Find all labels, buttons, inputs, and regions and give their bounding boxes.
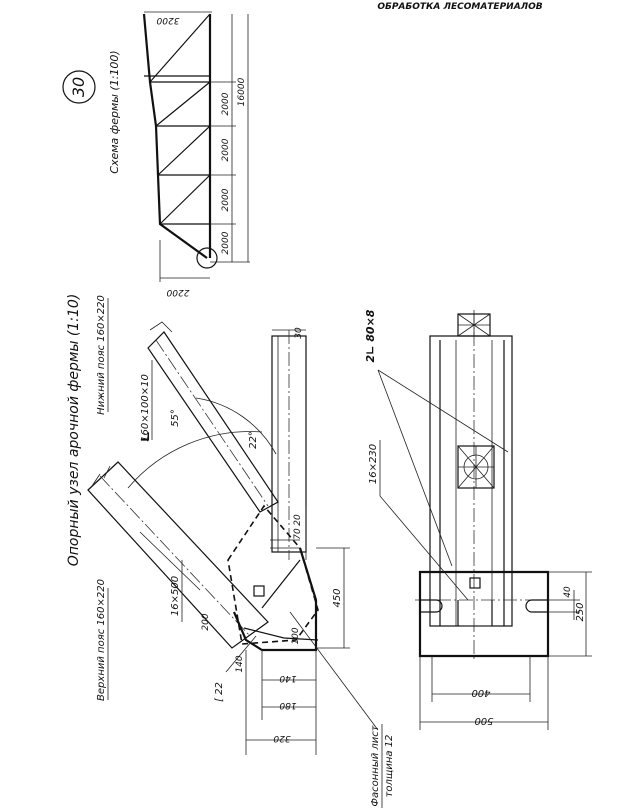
dim-250: 250 (575, 602, 586, 621)
sheet-number: 30 (69, 77, 88, 97)
angle-22: 22° (248, 431, 259, 449)
gusset-label-2: толщина 12 (384, 735, 395, 798)
dim-30: 30 (294, 327, 304, 339)
lower-chord-label: Нижний пояс 160×220 (96, 295, 107, 415)
dim-500: 500 (474, 715, 493, 726)
channel-label: [ 22 (214, 682, 225, 702)
scheme-dim-16000: 16000 (237, 77, 247, 106)
dim-20: 20 (293, 514, 303, 526)
plate-label: 16×500 (170, 576, 181, 616)
dim-140-b: 140 (279, 673, 296, 683)
support-node-plan: 2∟ 80×8 16×230 40 250 400 500 (364, 309, 592, 730)
scheme-dim-3200: 3200 (156, 15, 179, 25)
main-title: Опорный узел арочной фермы (1:10) (66, 294, 82, 567)
svg-text:∟: ∟ (139, 431, 154, 442)
dim-100: 100 (291, 627, 301, 644)
angle-section-label: 160×100×10 (140, 374, 151, 442)
scheme-dim-2200: 2200 (166, 287, 189, 297)
scheme-title: Схема фермы (1:100) (108, 50, 121, 173)
dim-400: 400 (471, 687, 490, 698)
scheme-dim-2000-a: 2000 (221, 92, 231, 115)
plate-230-label: 16×230 (368, 444, 379, 484)
scheme-dim-2000-b: 2000 (221, 138, 231, 161)
dim-70: 70 (293, 528, 303, 540)
dim-180: 180 (279, 700, 296, 710)
gusset-label-1: Фасонный лист (370, 724, 381, 806)
dim-40: 40 (563, 586, 573, 598)
support-node-elevation: Опорный узел арочной фермы (1:10) Нижний… (66, 294, 395, 808)
sheet-number-badge: 30 (62, 70, 96, 104)
header-text: ОБРАБОТКА ЛЕСОМАТЕРИАЛОВ (377, 2, 542, 12)
dim-320: 320 (273, 733, 290, 743)
dim-140-a: 140 (235, 655, 245, 672)
angle-55: 55° (170, 409, 181, 427)
upper-chord-label: Верхний пояс 160×220 (96, 579, 107, 701)
scheme-dim-2000-d: 2000 (221, 231, 231, 254)
dim-200: 200 (201, 613, 211, 630)
dim-450: 450 (332, 588, 343, 607)
angles-label: 2∟ 80×8 (364, 309, 377, 362)
truss-scheme: Схема фермы (1:100) 3200 2200 2000 (108, 11, 250, 297)
scheme-dim-2000-c: 2000 (221, 188, 231, 211)
